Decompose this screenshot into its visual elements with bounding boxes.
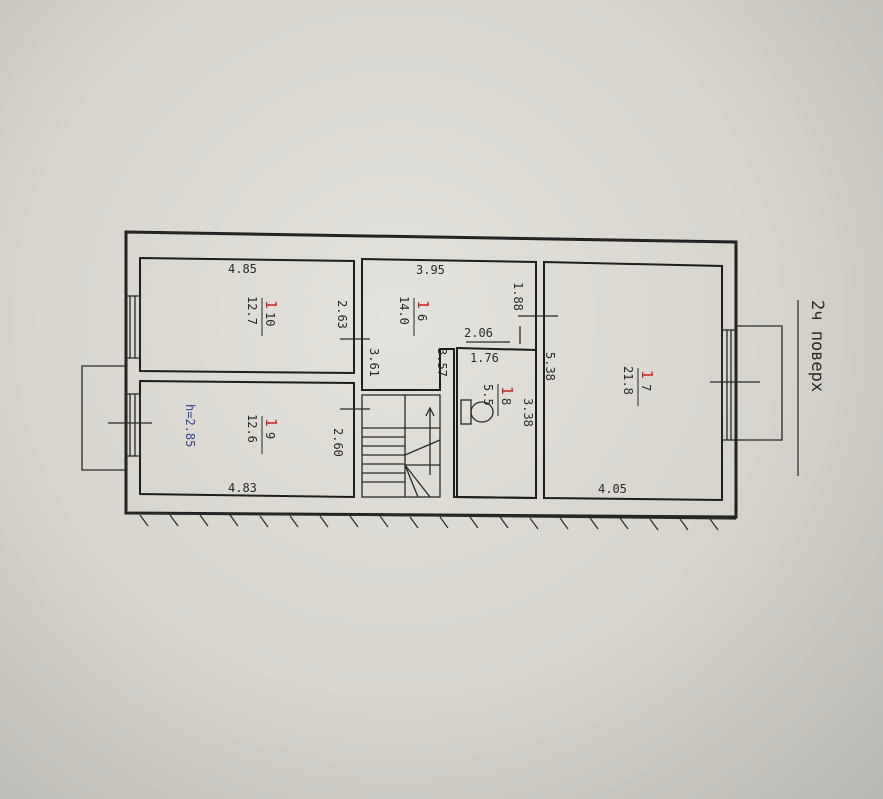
room-number: 1	[262, 300, 280, 309]
dim-top-left: 4.85	[228, 262, 257, 276]
room-number: 1	[638, 370, 656, 379]
room-label-right: 1 21.8 7	[621, 366, 656, 406]
floor-label: 2ч поверх	[797, 300, 827, 476]
room-label-top-left: 1 12.7 10	[245, 296, 280, 336]
room-area: 14.0	[397, 296, 411, 325]
dim-bath-top: 2.06	[464, 326, 493, 340]
dim-side-center-right: 1.88	[511, 282, 525, 311]
room-label-bath: 1 5.5 8	[481, 384, 516, 416]
room-index: 8	[499, 398, 513, 405]
room-bath	[456, 346, 537, 500]
room-area: 21.8	[621, 366, 635, 395]
dim-bath-inner: 1.76	[470, 351, 499, 365]
room-number: 1	[414, 300, 432, 309]
height-note: h=2.85	[183, 404, 197, 447]
room-center	[361, 257, 537, 500]
room-label-bottom-left: 1 12.6 9	[245, 414, 280, 454]
windows	[81, 295, 783, 471]
toilet	[460, 399, 494, 425]
room-index: 6	[415, 314, 429, 321]
room-area: 12.7	[245, 296, 259, 325]
dim-side-right: 5.38	[543, 352, 557, 381]
room-number: 1	[262, 418, 280, 427]
ground-hatch	[129, 512, 737, 531]
room-label-center: 1 14.0 6	[397, 296, 432, 336]
door-marks	[340, 315, 558, 410]
dim-side-center-left: 3.61	[367, 348, 381, 377]
dim-right: 4.05	[598, 482, 627, 496]
room-area: 5.5	[481, 384, 495, 406]
floor-label-text: 2ч поверх	[807, 300, 827, 392]
dim-side-top-left: 2.63	[335, 300, 349, 329]
room-index: 10	[263, 312, 277, 326]
room-index: 7	[639, 384, 653, 391]
dim-extra-bath: 3.38	[521, 398, 535, 427]
room-index: 9	[263, 432, 277, 439]
dim-side-bath: 3.57	[435, 348, 449, 377]
dim-side-bottom-left: 2.60	[331, 428, 345, 457]
dim-bottom-left: 4.83	[228, 481, 257, 495]
staircase	[361, 394, 441, 498]
room-number: 1	[498, 386, 516, 395]
room-right	[543, 260, 723, 502]
room-area: 12.6	[245, 414, 259, 443]
dim-center: 3.95	[416, 263, 445, 277]
